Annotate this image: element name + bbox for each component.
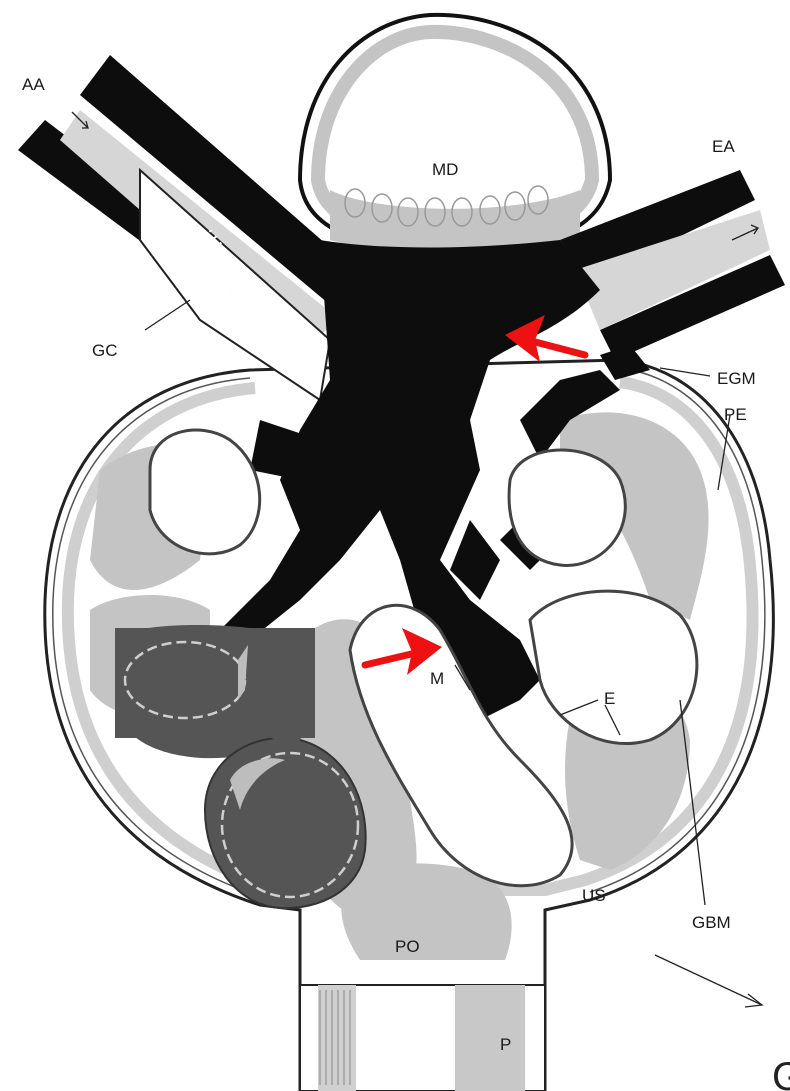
label-pe: PE — [724, 405, 747, 424]
label-ea: EA — [712, 137, 735, 156]
label-m: M — [430, 669, 444, 688]
label-e: E — [604, 689, 615, 708]
label-corner-g: G — [772, 1055, 790, 1091]
label-p: P — [500, 1035, 511, 1054]
label-us: US — [582, 886, 606, 905]
label-md: MD — [432, 160, 458, 179]
label-egm: EGM — [717, 369, 756, 388]
label-aa: AA — [22, 75, 45, 94]
label-po: PO — [395, 937, 420, 956]
macula-densa — [300, 15, 610, 251]
label-gbm: GBM — [692, 913, 731, 932]
label-gc: GC — [92, 341, 118, 360]
